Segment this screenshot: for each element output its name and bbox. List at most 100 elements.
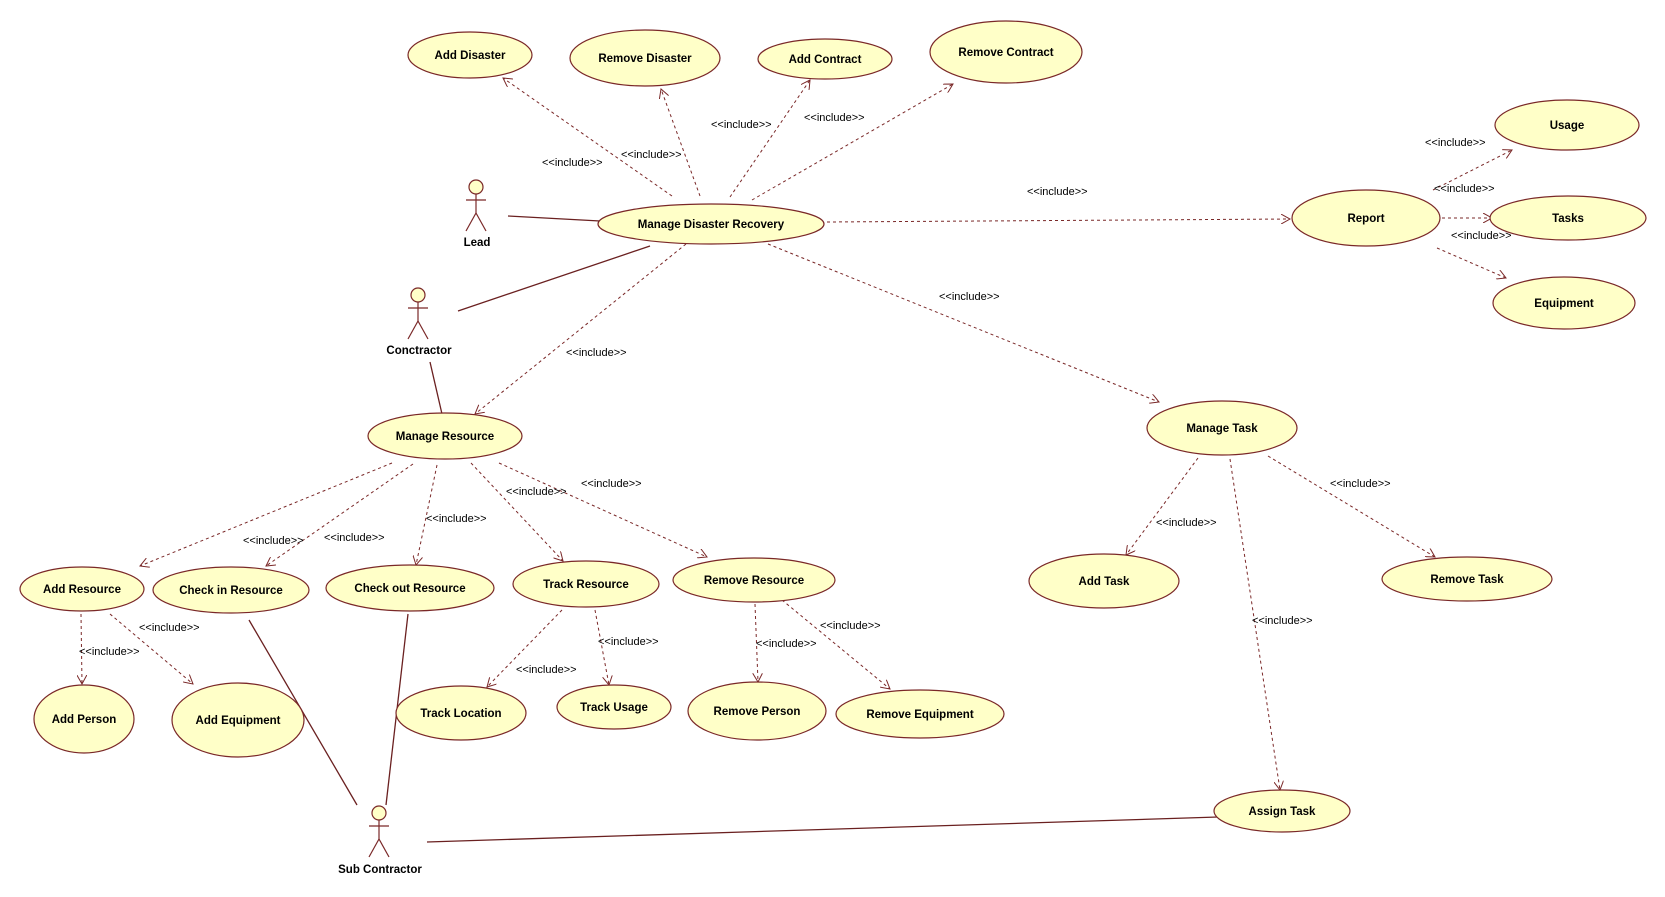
use-case-label: Add Disaster [435, 50, 506, 62]
include-label: <<include>> [820, 620, 881, 632]
use-case-manage-resource[interactable]: Manage Resource [367, 412, 523, 460]
actor-contractor[interactable]: Conctractor [386, 287, 452, 357]
include-label: <<include>> [79, 646, 140, 658]
dep-report-equipment [1436, 247, 1506, 278]
dep-rr-remove-person [755, 603, 758, 682]
use-case-label: Add Person [52, 714, 117, 726]
use-case-label: Add Resource [43, 584, 121, 596]
include-label: <<include>> [756, 638, 817, 650]
associations [248, 215, 1219, 843]
include-label: <<include>> [542, 157, 603, 169]
include-labels: <<include>> <<include>> <<include>> <<in… [79, 112, 1512, 676]
include-label: <<include>> [243, 535, 304, 547]
use-case-add-contract[interactable]: Add Contract [757, 38, 893, 80]
use-case-label: Remove Contract [958, 47, 1053, 59]
use-case-label: Manage Resource [396, 431, 494, 443]
include-label: <<include>> [1027, 186, 1088, 198]
dep-mdr-remove-contract [751, 84, 953, 201]
use-case-remove-person[interactable]: Remove Person [687, 681, 827, 741]
dep-rr-remove-equipment [781, 599, 890, 689]
dep-mdr-add-contract [729, 80, 810, 198]
use-case-label: Remove Disaster [598, 53, 692, 65]
include-label: <<include>> [581, 478, 642, 490]
use-case-check-in-resource[interactable]: Check in Resource [152, 566, 310, 614]
use-case-tasks[interactable]: Tasks [1489, 195, 1647, 241]
use-case-label: Report [1347, 213, 1384, 225]
use-case-label: Assign Task [1249, 806, 1316, 818]
use-case-label: Remove Equipment [866, 709, 974, 721]
actor-label: Conctractor [386, 345, 452, 357]
use-case-assign-task[interactable]: Assign Task [1213, 789, 1351, 833]
use-case-check-out-resource[interactable]: Check out Resource [325, 564, 495, 612]
use-case-remove-resource[interactable]: Remove Resource [672, 557, 836, 603]
include-label: <<include>> [516, 664, 577, 676]
include-label: <<include>> [598, 636, 659, 648]
use-case-label: Track Location [420, 708, 501, 720]
include-label: <<include>> [939, 291, 1000, 303]
dep-mr-check-in [266, 463, 414, 566]
include-label: <<include>> [324, 532, 385, 544]
use-case-label: Manage Disaster Recovery [638, 219, 785, 231]
use-case-remove-task[interactable]: Remove Task [1381, 556, 1553, 602]
include-label: <<include>> [621, 149, 682, 161]
include-label: <<include>> [426, 513, 487, 525]
dep-mdr-remove-disaster [661, 89, 701, 197]
actor-sub-contractor[interactable]: Sub Contractor [338, 805, 422, 876]
include-label: <<include>> [566, 347, 627, 359]
use-case-label: Equipment [1534, 298, 1594, 310]
use-case-add-equipment[interactable]: Add Equipment [171, 682, 305, 758]
use-case-report[interactable]: Report [1291, 189, 1441, 247]
use-case-remove-contract[interactable]: Remove Contract [929, 20, 1083, 84]
use-case-add-disaster[interactable]: Add Disaster [407, 31, 533, 79]
use-case-remove-disaster[interactable]: Remove Disaster [569, 29, 721, 87]
dep-report-usage [1432, 150, 1512, 191]
assoc-contractor-manage-disaster-recovery [457, 245, 651, 312]
assoc-lead-manage-disaster-recovery [507, 215, 601, 222]
include-label: <<include>> [1156, 517, 1217, 529]
use-case-add-task[interactable]: Add Task [1028, 553, 1180, 609]
dep-mt-remove-task [1267, 455, 1435, 557]
dep-mdr-report [826, 219, 1290, 222]
dep-mt-add-task [1126, 457, 1199, 555]
dep-mdr-manage-task [767, 243, 1159, 402]
dep-mr-remove-resource [498, 462, 707, 557]
use-case-remove-equipment[interactable]: Remove Equipment [835, 689, 1005, 739]
use-case-label: Manage Task [1186, 423, 1258, 435]
actor-label: Sub Contractor [338, 864, 422, 876]
include-dependencies [81, 78, 1512, 790]
dep-tr-track-usage [594, 609, 609, 685]
include-label: <<include>> [1451, 230, 1512, 242]
use-case-label: Check out Resource [354, 583, 465, 595]
use-case-manage-task[interactable]: Manage Task [1146, 400, 1298, 456]
use-case-track-location[interactable]: Track Location [395, 685, 527, 741]
use-case-label: Track Usage [580, 702, 648, 714]
use-case-manage-disaster-recovery[interactable]: Manage Disaster Recovery [597, 203, 825, 245]
include-label: <<include>> [804, 112, 865, 124]
use-case-label: Track Resource [543, 579, 629, 591]
actor-lead[interactable]: Lead [464, 179, 491, 249]
use-case-label: Add Contract [789, 54, 862, 66]
actor-head [371, 805, 387, 821]
use-case-track-resource[interactable]: Track Resource [512, 560, 660, 608]
use-case-usage[interactable]: Usage [1494, 99, 1640, 151]
dep-mr-check-out [416, 464, 438, 565]
use-case-label: Tasks [1552, 213, 1584, 225]
use-case-label: Usage [1550, 120, 1585, 132]
assoc-subcontractor-assign-task [426, 816, 1219, 843]
use-case-add-person[interactable]: Add Person [33, 684, 135, 754]
use-case-label: Add Task [1079, 576, 1131, 588]
include-label: <<include>> [506, 486, 567, 498]
use-case-add-resource[interactable]: Add Resource [19, 566, 145, 612]
dep-mt-assign-task [1229, 458, 1280, 790]
include-label: <<include>> [139, 622, 200, 634]
actor-label: Lead [464, 237, 491, 249]
use-case-label: Remove Resource [704, 575, 804, 587]
include-label: <<include>> [1330, 478, 1391, 490]
use-case-label: Check in Resource [179, 585, 283, 597]
actor-head [410, 287, 426, 303]
include-label: <<include>> [1252, 615, 1313, 627]
use-case-equipment[interactable]: Equipment [1492, 276, 1636, 330]
use-case-track-usage[interactable]: Track Usage [556, 684, 672, 730]
dep-mr-add-resource [140, 462, 393, 566]
